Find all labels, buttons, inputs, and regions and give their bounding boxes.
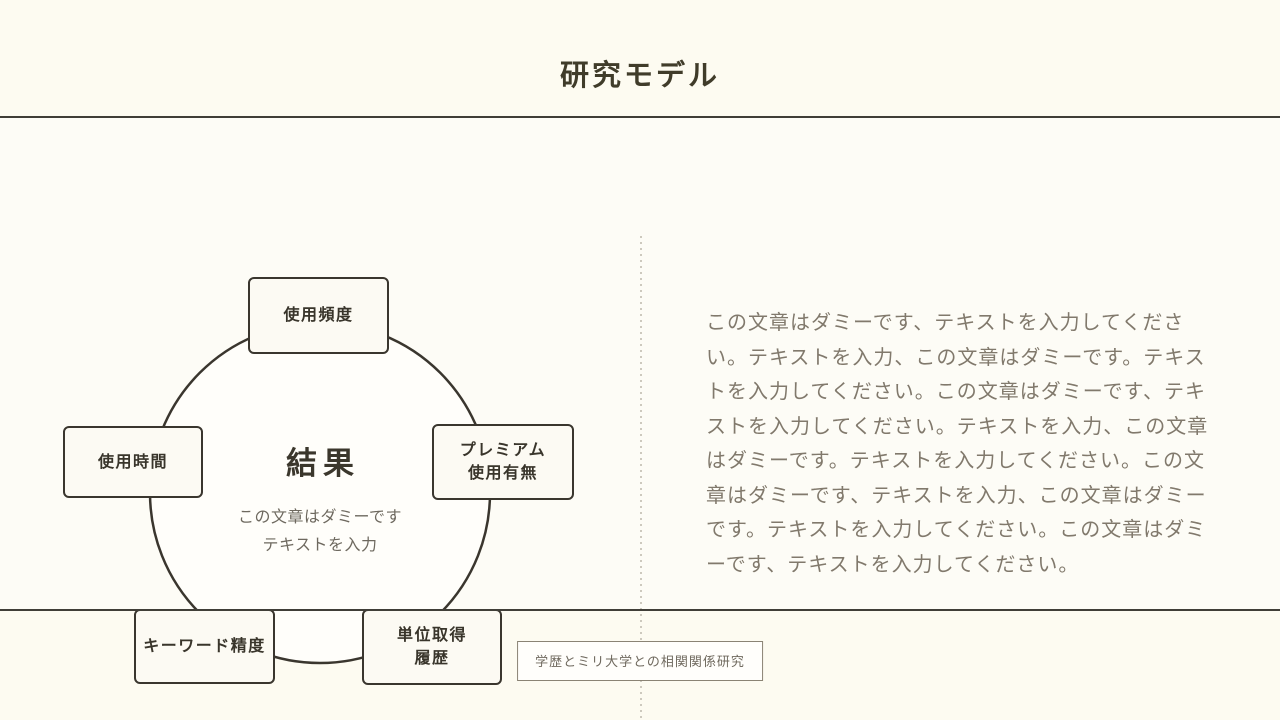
vertical-divider [640, 236, 642, 720]
node-label: 単位取得 履歴 [396, 627, 467, 667]
node-label: キーワード精度 [143, 638, 266, 655]
top-rule [0, 116, 1280, 118]
page-title: 研究モデル [559, 60, 720, 92]
node-label: 使用頻度 [283, 307, 354, 324]
content-area: 使用頻度 使用時間 プレミアム 使用有無 キーワード精度 単位取得 履歴 結果 … [0, 118, 1280, 720]
hub-title: 結果 [286, 446, 360, 481]
hub-center: 結果 この文章はダミーです テキストを入力 [200, 438, 440, 560]
node-keyword-accuracy: キーワード精度 [134, 609, 275, 684]
bottom-rule [0, 609, 1280, 611]
footer-label: 学歴とミリ大学との相関関係研究 [517, 641, 763, 681]
node-label: 使用時間 [97, 453, 168, 471]
hub-subtitle: この文章はダミーです テキストを入力 [237, 509, 403, 554]
node-credit-history: 単位取得 履歴 [362, 609, 502, 685]
body-paragraph: この文章はダミーです、テキストを入力してください。テキストを入力、この文章はダミ… [706, 312, 1209, 576]
node-premium-usage: プレミアム 使用有無 [432, 424, 574, 500]
node-usage-time: 使用時間 [63, 426, 203, 498]
node-usage-frequency: 使用頻度 [248, 277, 389, 354]
node-label: プレミアム 使用有無 [459, 442, 547, 482]
